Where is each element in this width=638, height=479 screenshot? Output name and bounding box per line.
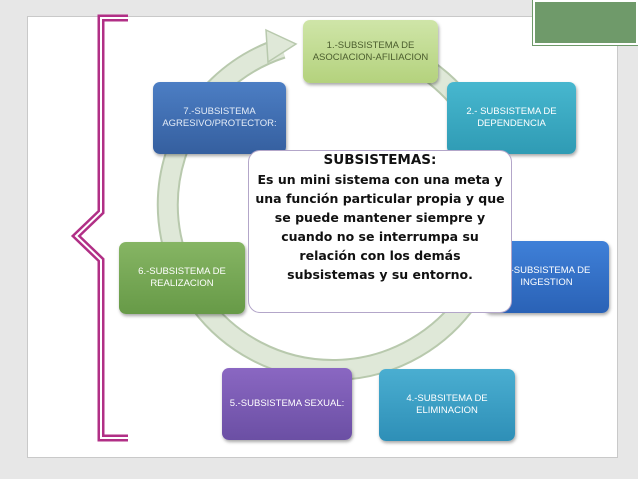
cycle-node-label: 2.- SUBSISTEMA DE DEPENDENCIA [466,106,557,129]
cycle-node-label: 1.-SUBSISTEMA DE ASOCIACION-AFILIACION [312,39,429,63]
cycle-node-label: 5.-SUBSISTEMA SEXUAL: [229,398,345,409]
cycle-node-5: 5.-SUBSISTEMA SEXUAL: [222,368,352,440]
definition-title: SUBSISTEMAS: [323,152,437,168]
cycle-node-6: 6.-SUBSISTEMA DE REALIZACION [119,242,245,314]
cycle-node-label: 6.-SUBSISTEMA DE REALIZACION [138,266,226,289]
cycle-node-label: 3.-SUBSISTEMA DE INGESTION [502,265,591,288]
cycle-node-2: 2.- SUBSISTEMA DE DEPENDENCIA [447,82,576,154]
cycle-node-label: 7.-SUBSISTEMA AGRESIVO/PROTECTOR: [162,106,277,129]
definition-box: SUBSISTEMAS: Es un mini sistema con una … [248,150,512,313]
cycle-node-7: 7.-SUBSISTEMA AGRESIVO/PROTECTOR: [153,82,286,154]
cycle-node-label: 4.-SUBSITEMA DE ELIMINACION [406,393,488,416]
cycle-node-4: 4.-SUBSITEMA DE ELIMINACION [379,369,515,441]
cycle-node-1: 1.-SUBSISTEMA DE ASOCIACION-AFILIACION [303,20,438,83]
definition-text: Es un mini sistema con una meta y una fu… [255,172,505,282]
corner-square [532,0,638,46]
